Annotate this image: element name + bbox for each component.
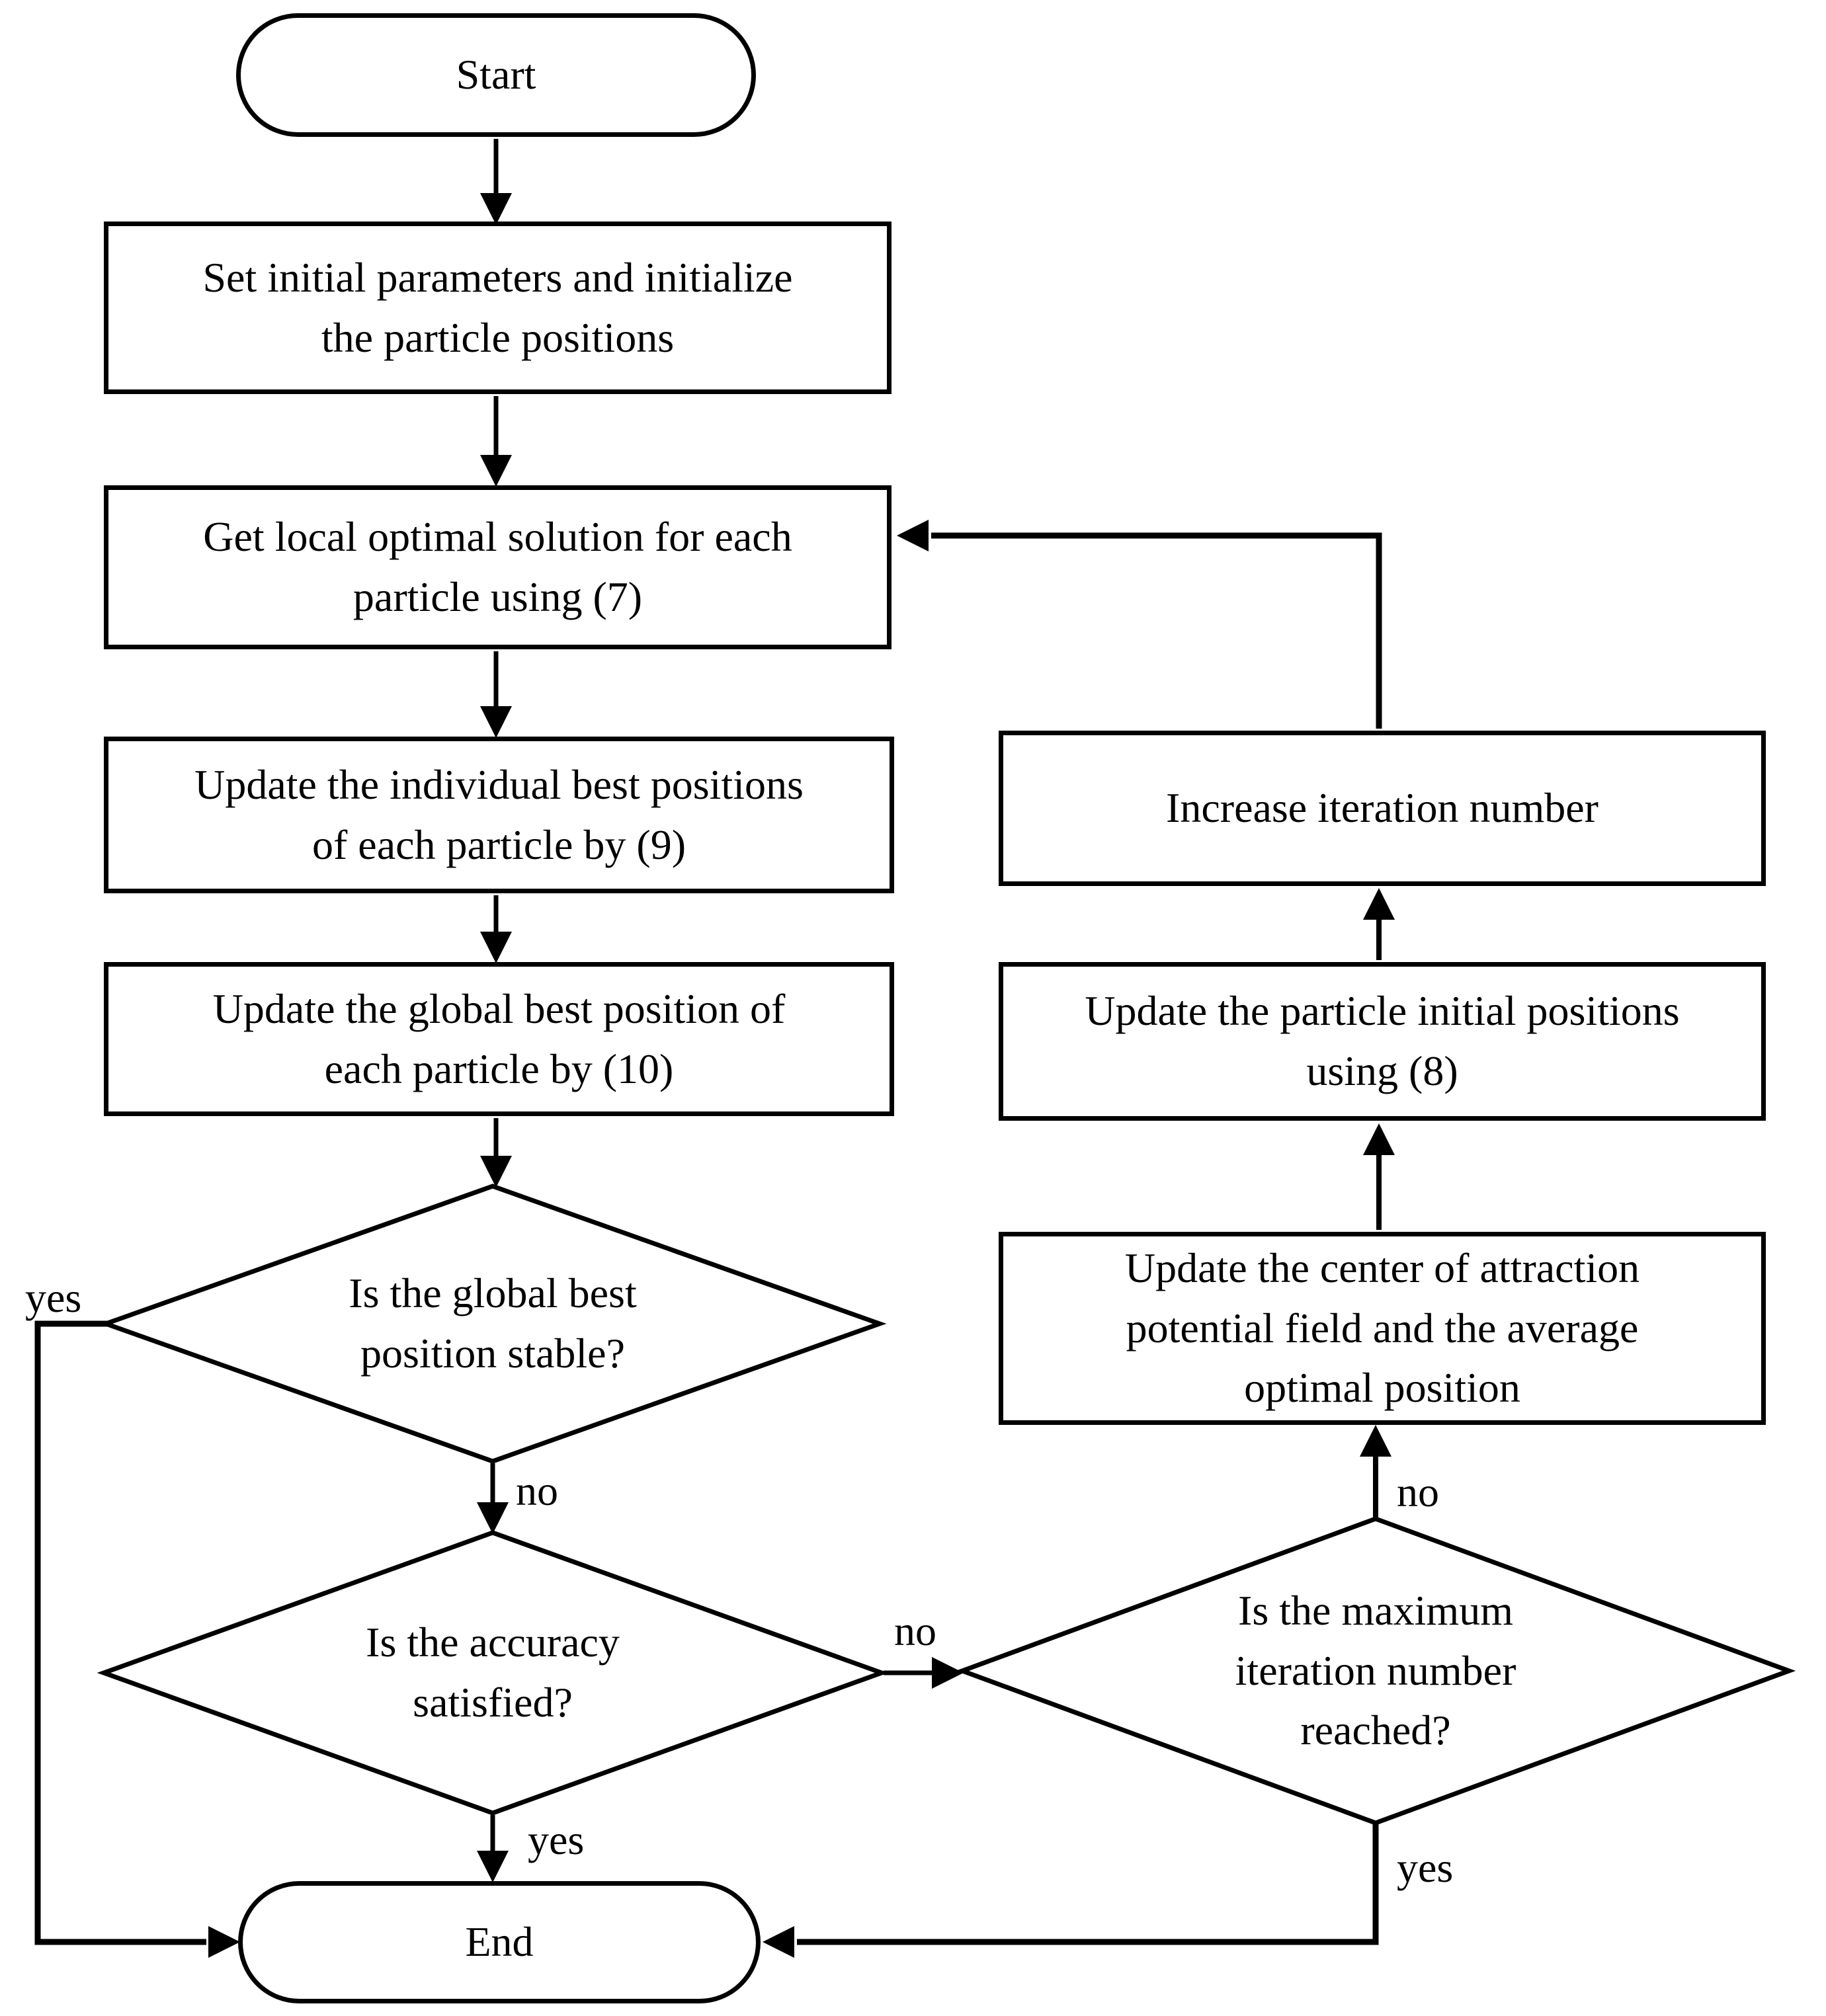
- node-update-global-best: Update the global best position of each …: [104, 962, 894, 1116]
- arrow-update-global-to-global-stable: [480, 1118, 512, 1188]
- edge-label-max-iteration-no: no: [1397, 1469, 1439, 1515]
- node-decision-max-iteration: Is the maximum iteration number reached?: [1235, 1586, 1516, 1754]
- arrow-accuracy-yes-to-end: [477, 1815, 509, 1882]
- arrow-max-iteration-yes-to-end: [763, 1822, 1379, 1958]
- node-update-center-of-attraction: Update the center of attraction potentia…: [999, 1232, 1766, 1425]
- edge-label-max-iteration-yes: yes: [1397, 1844, 1454, 1891]
- arrow-max-iteration-no-to-update-center: [1360, 1425, 1391, 1519]
- node-decision-global-stable: Is the global best position stable?: [349, 1270, 637, 1377]
- edge-label-accuracy-yes: yes: [528, 1816, 585, 1863]
- arrow-update-individual-to-update-global: [480, 895, 512, 963]
- decision-global-stable-outline: [99, 1184, 887, 1464]
- arrow-increase-iter-to-get-local: [897, 520, 1382, 729]
- arrow-global-stable-no-to-accuracy: [477, 1463, 509, 1534]
- node-end: End: [238, 1881, 761, 2003]
- arrow-update-center-to-update-particle-init: [1363, 1123, 1395, 1230]
- arrow-get-local-to-update-individual: [480, 651, 512, 738]
- arrow-accuracy-no-to-max-iteration: [884, 1657, 964, 1689]
- decision-accuracy-outline: [97, 1530, 889, 1816]
- node-start: Start: [236, 13, 756, 137]
- arrow-start-to-set-initial: [480, 139, 512, 225]
- edge-label-global-stable-yes: yes: [25, 1274, 82, 1321]
- node-decision-accuracy: Is the accuracy satisfied?: [366, 1619, 620, 1726]
- arrow-update-particle-init-to-increase-iter: [1363, 888, 1395, 960]
- node-set-initial-parameters: Set initial parameters and initialize th…: [104, 222, 892, 394]
- arrow-global-stable-yes-to-end: [34, 1320, 240, 1958]
- node-update-particle-initial-positions: Update the particle initial positions us…: [999, 962, 1766, 1121]
- node-get-local-optimal-solution: Get local optimal solution for each part…: [104, 485, 892, 649]
- node-update-individual-best: Update the individual best positions of …: [104, 737, 894, 893]
- arrow-set-initial-to-get-local: [480, 396, 512, 487]
- edge-label-global-stable-no: no: [516, 1467, 558, 1514]
- edge-label-accuracy-no: no: [894, 1607, 936, 1654]
- node-increase-iteration: Increase iteration number: [999, 731, 1766, 886]
